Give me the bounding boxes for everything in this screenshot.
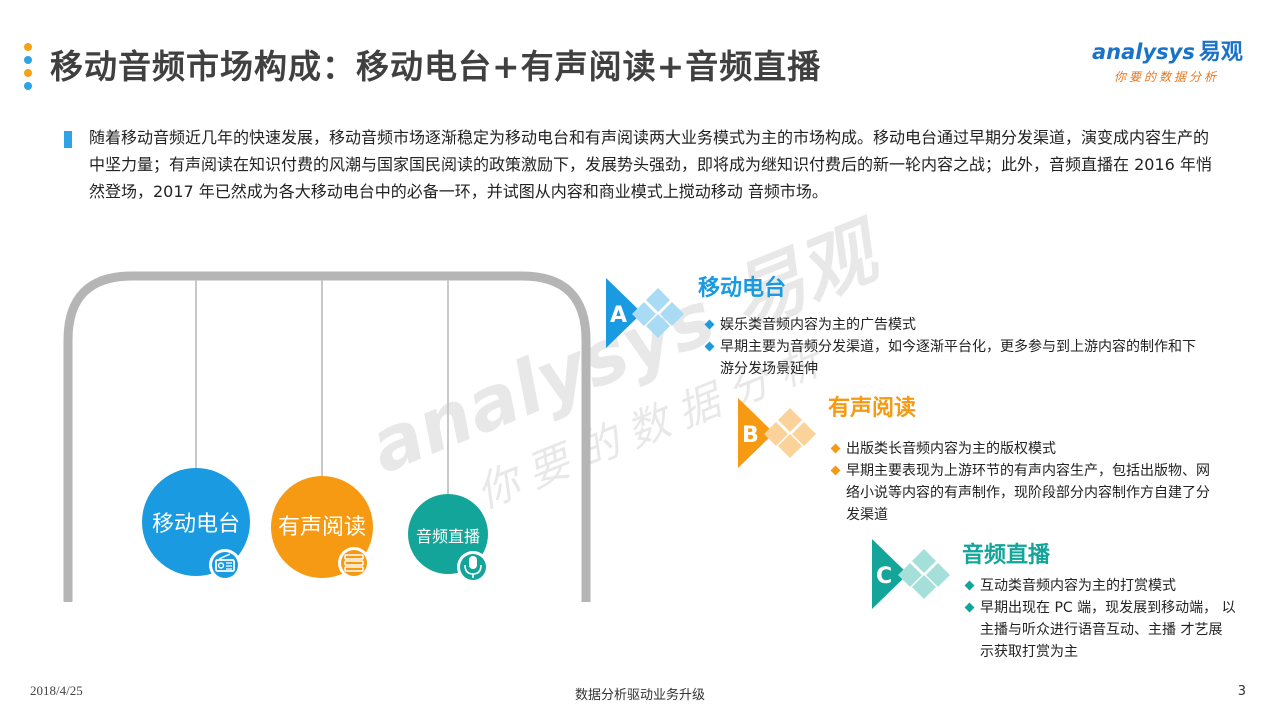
- intro-paragraph: 随着移动音频近几年的快速发展，移动音频市场逐渐稳定为移动电台和有声阅读两大业务模…: [89, 128, 1212, 201]
- title-dot: [24, 43, 32, 51]
- microphone-icon: [457, 551, 489, 583]
- page-number: 3: [1237, 684, 1246, 699]
- item-a-bullet: 早期主要为音频分发渠道，如今逐渐平台化，更多参与到上游内容的制作和下游分发场景延…: [704, 336, 1204, 380]
- letter-b: B: [742, 423, 759, 448]
- letter-b-badge: B: [738, 398, 816, 468]
- letter-c: C: [876, 564, 892, 589]
- title-dot: [24, 69, 32, 77]
- item-b-title: 有声阅读: [828, 396, 917, 421]
- item-a-bullet: 娱乐类音频内容为主的广告模式: [704, 314, 1204, 336]
- circle-label-audiobook: 有声阅读: [277, 515, 366, 540]
- hanging-circles-illustration: 移动电台 有声阅读 音频直播: [62, 270, 592, 615]
- logo-brand-cn: 易观: [1198, 40, 1243, 65]
- item-c-bullets: 互动类音频内容为主的打赏模式 早期出现在 PC 端，现发展到移动端， 以主播与听…: [964, 575, 1236, 663]
- circle-label-audio-live: 音频直播: [415, 527, 480, 546]
- radio-icon: [209, 549, 241, 581]
- books-icon: [338, 547, 370, 579]
- circle-label-mobile-radio: 移动电台: [151, 512, 240, 537]
- letter-a: A: [610, 303, 627, 328]
- item-a-title: 移动电台: [698, 276, 787, 301]
- item-c-bullet: 互动类音频内容为主的打赏模式: [964, 575, 1236, 597]
- title-bullet-dots: [24, 43, 34, 95]
- intro-block: 随着移动音频近几年的快速发展，移动音频市场逐渐稳定为移动电台和有声阅读两大业务模…: [64, 124, 1224, 205]
- item-a-bullets: 娱乐类音频内容为主的广告模式 早期主要为音频分发渠道，如今逐渐平台化，更多参与到…: [704, 314, 1204, 380]
- item-a-mobile-radio: A 移动电台 娱乐类音频内容为主的广告模式 早期主要为音频分发渠道，如今逐渐平台…: [606, 270, 1226, 390]
- item-b-bullets: 出版类长音频内容为主的版权模式 早期主要表现为上游环节的有声内容生产，包括出版物…: [830, 438, 1220, 526]
- title-dot: [24, 56, 32, 64]
- intro-bullet-bar: [64, 131, 72, 148]
- item-b-bullet: 出版类长音频内容为主的版权模式: [830, 438, 1220, 460]
- item-b-audiobook: B 有声阅读 出版类长音频内容为主的版权模式 早期主要表现为上游环节的有声内容生…: [738, 390, 1238, 530]
- letter-a-badge: A: [606, 278, 684, 348]
- logo-slogan: 你要的数据分析: [1114, 70, 1220, 84]
- item-c-title: 音频直播: [962, 543, 1051, 568]
- item-c-bullet: 早期出现在 PC 端，现发展到移动端， 以主播与听众进行语音互动、主播 才艺展示…: [964, 597, 1236, 663]
- letter-c-badge: C: [872, 539, 950, 609]
- circle-mobile-radio: [142, 468, 250, 576]
- item-b-bullet: 早期主要表现为上游环节的有声内容生产，包括出版物、网络小说等内容的有声制作，现阶…: [830, 460, 1220, 526]
- page-title: 移动音频市场构成：移动电台+有声阅读+音频直播: [50, 47, 822, 86]
- footer-date: 2018/4/25: [30, 683, 83, 698]
- title-dot: [24, 82, 32, 90]
- footer-slogan: 数据分析驱动业务升级: [574, 688, 705, 703]
- logo-brand: analysys: [1092, 40, 1195, 64]
- frame-arch: [63, 271, 591, 602]
- item-c-audio-live: C 音频直播 互动类音频内容为主的打赏模式 早期出现在 PC 端，现发展到移动端…: [872, 537, 1252, 677]
